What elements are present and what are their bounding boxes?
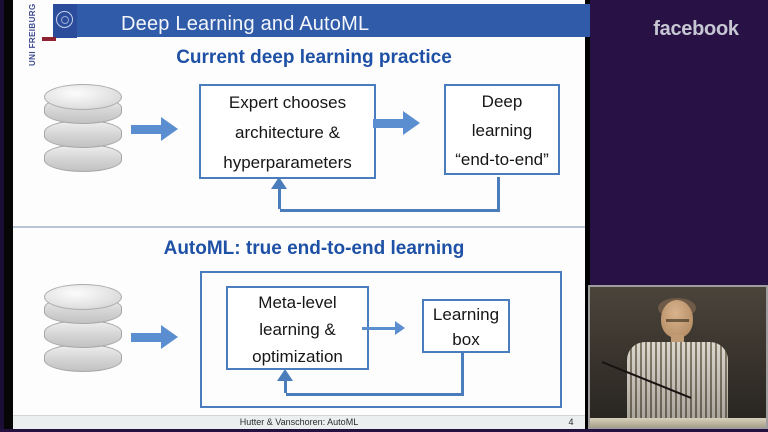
podium [590,418,766,427]
feedback-arrow-head [277,369,293,381]
uni-freiburg-seal-icon [53,4,77,38]
arrow-shaft [131,333,161,342]
page-number: 4 [568,417,574,427]
presenter-shirt-shading [627,342,728,424]
slide-title: Deep Learning and AutoML [121,13,370,35]
expert-chooses-box: Expert chooses architecture & hyperparam… [199,84,376,179]
wordmark-uni: UNI [28,51,37,66]
arrow-head [161,117,178,141]
uni-freiburg-wordmark-text: UNI FREIBURG [28,3,53,66]
presentation-slide: Deep Learning and AutoML UNI FREIBURG Cu… [13,0,598,429]
arrow-shaft [373,119,403,128]
learning-box-line2: box [452,330,480,349]
arrow-head [395,321,405,335]
expert-box-line2: architecture & [235,123,340,142]
meta-level-box: Meta-level learning & optimization [226,286,369,370]
deep-box-line3: “end-to-end” [455,150,549,169]
arrow-shaft [362,327,395,330]
uni-freiburg-wordmark: UNI FREIBURG [27,3,53,66]
slide-title-bar: Deep Learning and AutoML [53,4,598,37]
deep-learning-box: Deep learning “end-to-end” [444,84,560,175]
database-icon [44,284,122,376]
meta-box-line1: Meta-level [258,293,337,312]
feedback-loop-segment [278,188,281,209]
expert-box-line1: Expert chooses [228,93,347,112]
left-edge-purple-strip [0,0,4,432]
arrow-head [403,111,420,135]
footer-credit: Hutter & Vanschoren: AutoML [239,417,359,427]
left-edge-black-strip [4,0,13,432]
feedback-arrow-head [271,177,287,189]
section-divider [13,226,585,228]
database-band [44,144,122,172]
arrow-shaft [131,125,161,134]
arrow-right-icon [131,325,178,349]
arrow-right-icon [362,320,406,336]
wordmark-freiburg: FREIBURG [28,3,37,49]
deep-box-line1: Deep [481,92,523,111]
presenter-video-inset [588,285,768,429]
bottom-purple-strip [0,429,768,432]
database-cap [44,284,122,310]
feedback-loop-segment [286,393,464,396]
database-icon [44,84,122,176]
presenter-glasses [666,319,689,322]
database-band [44,320,122,348]
arrow-head [161,325,178,349]
expert-box-line3: hyperparameters [223,153,352,172]
seal-inner-circle [60,15,69,24]
section1-title: Current deep learning practice [176,47,452,68]
logo-red-dash [42,37,56,41]
arrow-right-icon [131,117,178,141]
database-band [44,120,122,148]
presenter-striped-shirt [627,342,728,424]
learning-box-line1: Learning [432,305,500,324]
meta-box-line3: optimization [252,347,343,366]
feedback-loop-arrow-icon [497,177,500,212]
section2-title: AutoML: true end-to-end learning [163,238,465,259]
feedback-loop-segment [280,209,500,212]
feedback-loop-segment [284,380,287,393]
deep-box-line2: learning [471,121,533,140]
feedback-loop-arrow-icon [461,353,464,396]
meta-box-line2: learning & [259,320,336,339]
presenter-neck [671,335,684,345]
learning-box: Learning box [422,299,510,353]
database-cap [44,84,122,110]
slide-footer: Hutter & Vanschoren: AutoML 4 [13,415,585,429]
seal-outer-circle [56,11,73,28]
facebook-logo: facebook [653,18,739,40]
automl-outer-box [200,271,562,408]
arrow-right-icon [373,111,420,135]
database-band [44,344,122,372]
